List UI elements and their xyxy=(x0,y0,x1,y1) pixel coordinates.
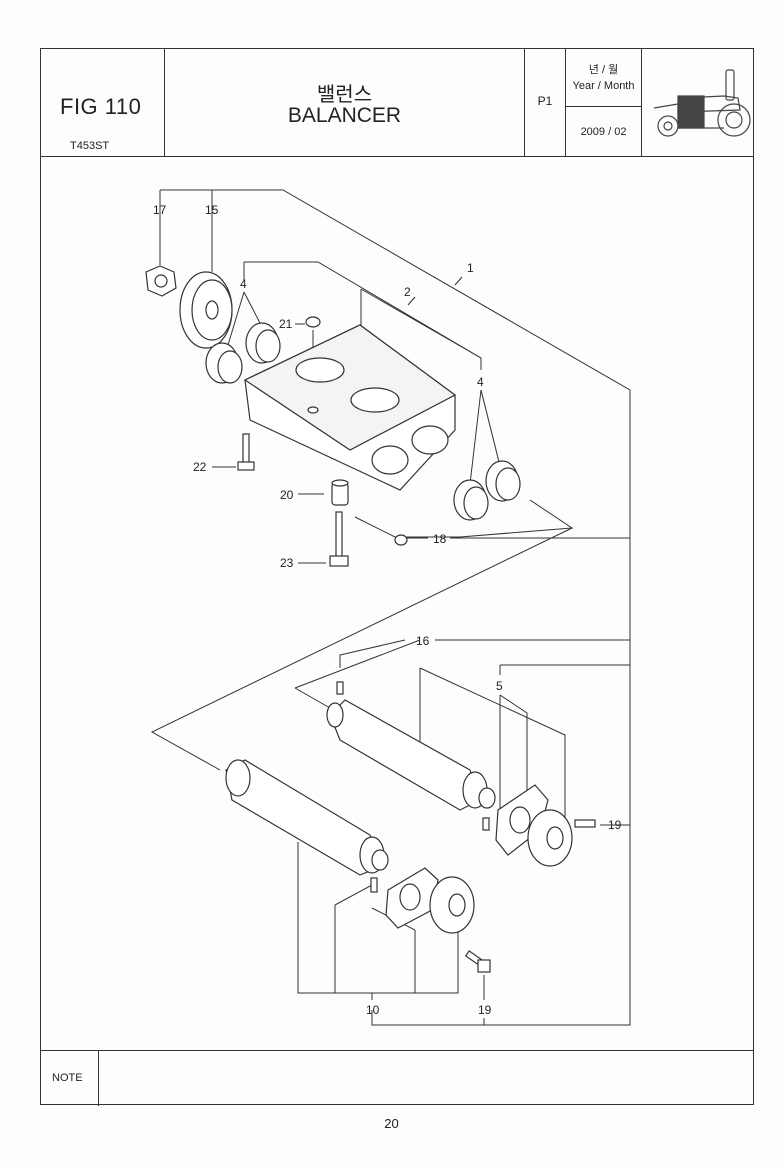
callout-23: 23 xyxy=(280,556,294,570)
callout-1: 1 xyxy=(467,261,474,275)
callout-15: 15 xyxy=(205,203,219,217)
note-label: NOTE xyxy=(52,1072,83,1084)
callout-20: 20 xyxy=(280,488,294,502)
callout-4-left: 4 xyxy=(240,277,247,291)
model-label: T453ST xyxy=(70,140,110,152)
callout-10: 10 xyxy=(366,1003,380,1017)
page-frame xyxy=(40,48,754,1105)
note-section: NOTE xyxy=(40,1050,754,1106)
note-divider xyxy=(98,1051,99,1106)
header: FIG 110 T453ST 밸런스 BALANCER P1 년 / 월 Yea… xyxy=(40,48,754,157)
callout-19-right: 19 xyxy=(608,818,622,832)
callout-22: 22 xyxy=(193,460,207,474)
callout-4-right: 4 xyxy=(477,375,484,389)
tractor-icon xyxy=(653,69,751,137)
title-korean: 밸런스 xyxy=(316,84,373,106)
fig-cell: FIG 110 T453ST xyxy=(40,48,165,157)
callout-19-bottom: 19 xyxy=(478,1003,492,1017)
header-divider xyxy=(40,156,754,157)
callout-5: 5 xyxy=(496,679,503,693)
year-month-korean: 년 / 월 xyxy=(588,64,619,76)
callout-2: 2 xyxy=(404,285,411,299)
page-number: 20 xyxy=(384,1116,399,1131)
title-cell: 밸런스 BALANCER xyxy=(165,48,525,157)
callout-16: 16 xyxy=(416,634,430,648)
fig-label: FIG 110 xyxy=(60,94,142,119)
page-code: P1 xyxy=(537,94,553,108)
title-english: BALANCER xyxy=(287,104,402,127)
year-month-cell: 년 / 월 Year / Month 2009 / 02 xyxy=(566,48,642,157)
callout-18: 18 xyxy=(433,532,447,546)
callout-17: 17 xyxy=(153,203,167,217)
callout-21: 21 xyxy=(279,317,293,331)
revision-date: 2009 / 02 xyxy=(580,126,627,138)
year-month-divider xyxy=(566,106,641,107)
page-code-cell: P1 xyxy=(525,48,566,157)
tractor-cell xyxy=(642,48,754,157)
year-month-english: Year / Month xyxy=(572,80,635,92)
